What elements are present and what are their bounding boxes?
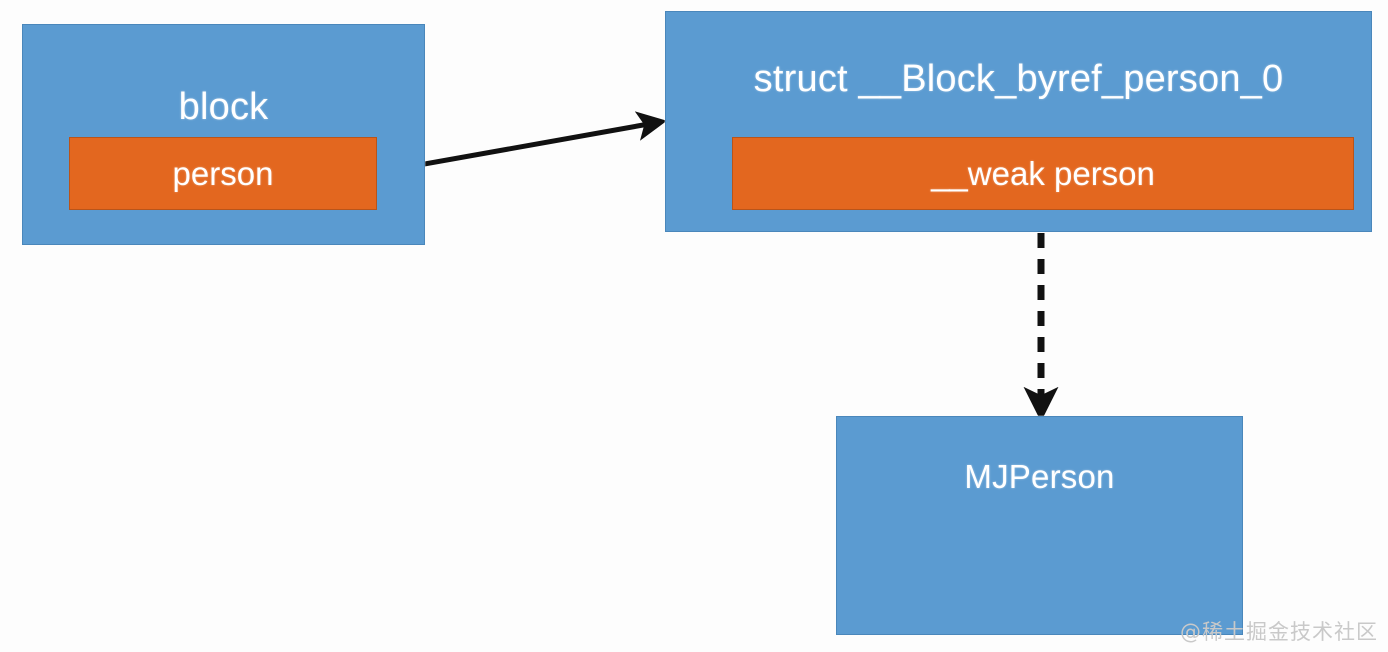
node-block-title: block — [178, 86, 269, 128]
node-mjperson-title: MJPerson — [964, 458, 1115, 495]
node-block-field-person-label: person — [172, 154, 274, 192]
node-byref-struct-title: struct __Block_byref_person_0 — [753, 58, 1284, 100]
node-mjperson[interactable]: MJPerson — [836, 416, 1243, 635]
watermark: @稀土掘金技术社区 — [1180, 620, 1378, 644]
node-block[interactable]: block person — [22, 24, 425, 245]
node-byref-struct[interactable]: struct __Block_byref_person_0 __weak per… — [665, 11, 1372, 232]
node-block-field-person[interactable]: person — [69, 137, 377, 210]
node-byref-field-weak-person[interactable]: __weak person — [732, 137, 1354, 210]
node-byref-field-weak-person-label: __weak person — [931, 154, 1155, 192]
